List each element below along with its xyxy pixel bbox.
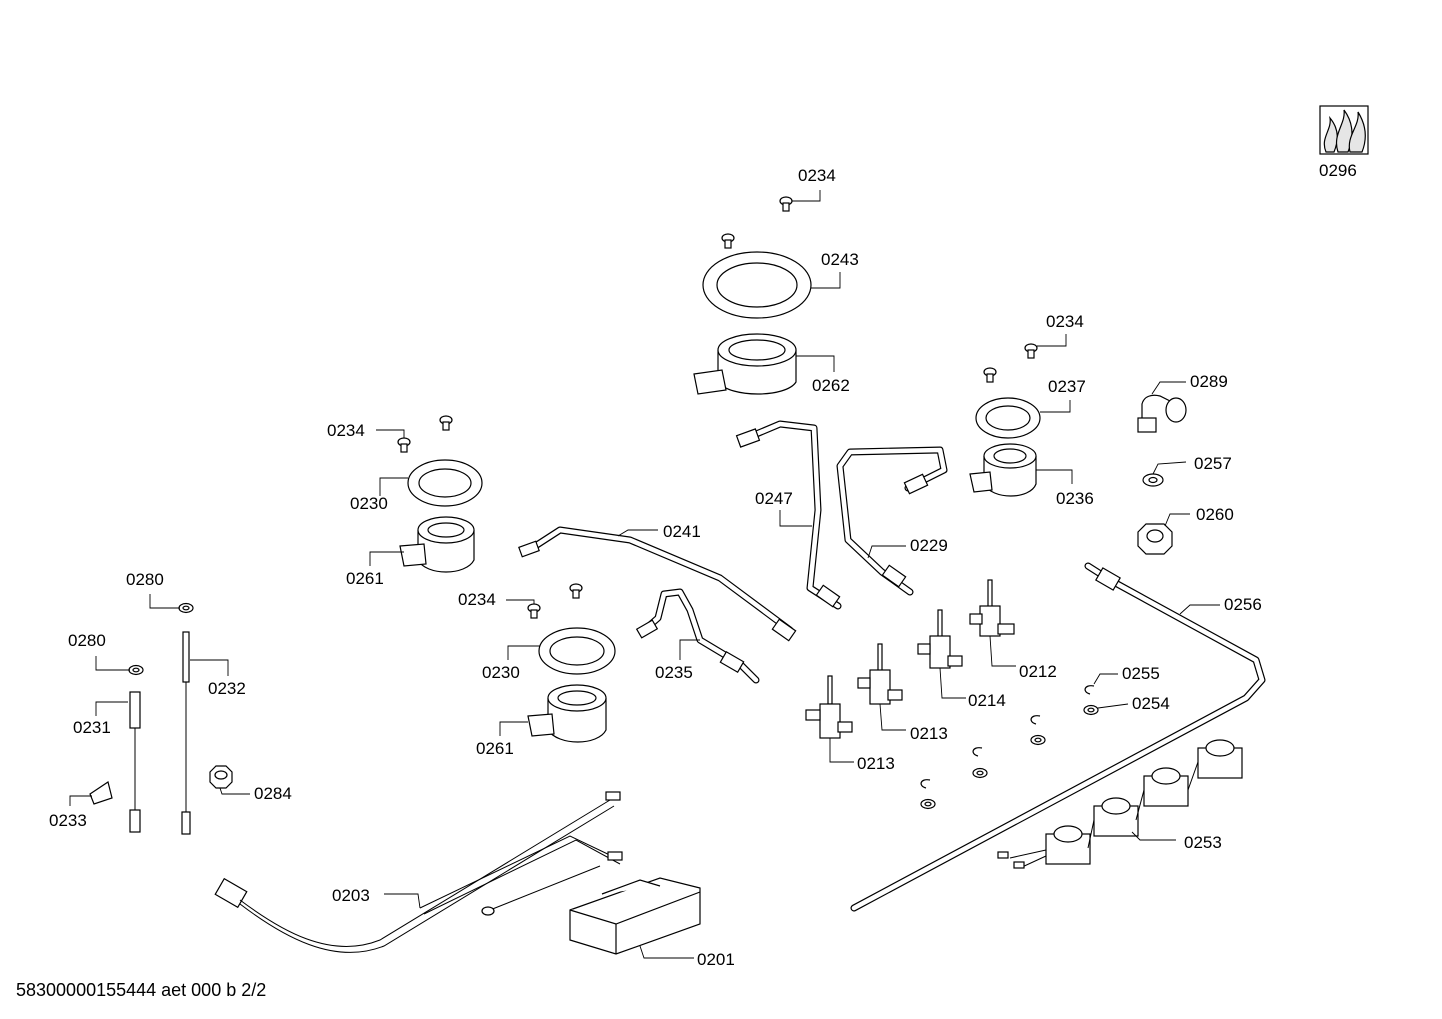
clip-part bbox=[89, 781, 113, 805]
screw-part bbox=[721, 233, 735, 249]
nut-part bbox=[209, 765, 233, 789]
part-label: 0214 bbox=[968, 691, 1006, 710]
part-label: 0234 bbox=[458, 590, 496, 609]
gas-pipe-0241 bbox=[518, 526, 797, 642]
part-label: 0237 bbox=[1048, 377, 1086, 396]
part-label: 0234 bbox=[327, 421, 365, 440]
burner-cup-part bbox=[693, 333, 797, 395]
part-label: 0212 bbox=[1019, 662, 1057, 681]
part-label: 0289 bbox=[1190, 372, 1228, 391]
part-label: 0257 bbox=[1194, 454, 1232, 473]
screw-part bbox=[1024, 343, 1038, 359]
gas-valve-part bbox=[917, 609, 963, 669]
gas-pipe-0235 bbox=[635, 588, 760, 684]
part-label: 0256 bbox=[1224, 595, 1262, 614]
screw-part bbox=[439, 415, 453, 431]
part-label: 0230 bbox=[350, 494, 388, 513]
burner-cup-part bbox=[527, 684, 607, 743]
part-label: 0261 bbox=[346, 569, 384, 588]
ignition-switch-part bbox=[997, 739, 1243, 869]
screw-part bbox=[983, 367, 997, 383]
gasket-part bbox=[538, 627, 616, 675]
gas-flame-symbol-icon bbox=[1319, 105, 1369, 155]
gas-pipe-0229 bbox=[836, 446, 948, 596]
washer-part bbox=[128, 602, 194, 676]
clip-part bbox=[920, 685, 1095, 789]
elbow-fitting-part bbox=[1137, 394, 1187, 433]
burner-cup-part bbox=[969, 443, 1037, 497]
screw-part bbox=[397, 437, 411, 453]
part-label: 0253 bbox=[1184, 833, 1222, 852]
part-label: 0280 bbox=[68, 631, 106, 650]
washer-part bbox=[1142, 473, 1164, 487]
gasket-part bbox=[975, 397, 1041, 439]
part-label: 0236 bbox=[1056, 489, 1094, 508]
part-label: 0284 bbox=[254, 784, 292, 803]
part-label: 0262 bbox=[812, 376, 850, 395]
part-label: 0241 bbox=[663, 522, 701, 541]
part-label: 0296 bbox=[1319, 161, 1357, 180]
part-label: 0255 bbox=[1122, 664, 1160, 683]
part-label: 0201 bbox=[697, 950, 735, 969]
part-label: 0213 bbox=[910, 724, 948, 743]
part-label: 0234 bbox=[798, 166, 836, 185]
screw-part bbox=[527, 603, 541, 619]
leader-lines bbox=[69, 190, 1220, 959]
gas-valve-part bbox=[969, 579, 1015, 637]
part-label: 0234 bbox=[1046, 312, 1084, 331]
screw-part bbox=[569, 583, 583, 599]
document-code: 58300000155444 aet 000 b 2/2 bbox=[16, 980, 267, 1000]
gasket-part bbox=[702, 251, 812, 319]
part-label: 0229 bbox=[910, 536, 948, 555]
washer-part bbox=[920, 704, 1099, 810]
part-label: 0235 bbox=[655, 663, 693, 682]
part-label: 0233 bbox=[49, 811, 87, 830]
screw-part bbox=[779, 196, 793, 212]
part-label: 0243 bbox=[821, 250, 859, 269]
wiring-harness-part bbox=[214, 791, 623, 953]
part-label: 0254 bbox=[1132, 694, 1170, 713]
spark-generator-part bbox=[569, 877, 701, 955]
part-label: 0260 bbox=[1196, 505, 1234, 524]
part-labels: 0234 0243 0262 0234 0237 0289 0234 0230 … bbox=[49, 161, 1357, 969]
gas-valve-part bbox=[805, 675, 853, 739]
part-label: 0280 bbox=[126, 570, 164, 589]
gasket-part bbox=[407, 459, 483, 507]
part-label: 0231 bbox=[73, 718, 111, 737]
ignition-electrode-part bbox=[129, 691, 141, 833]
part-label: 0261 bbox=[476, 739, 514, 758]
part-label: 0247 bbox=[755, 489, 793, 508]
part-label: 0203 bbox=[332, 886, 370, 905]
gas-pipe-0247 bbox=[735, 420, 842, 610]
gas-valve-part bbox=[857, 643, 903, 705]
part-label: 0230 bbox=[482, 663, 520, 682]
part-label: 0232 bbox=[208, 679, 246, 698]
thermocouple-part bbox=[181, 631, 191, 835]
nut-part bbox=[1137, 523, 1173, 555]
part-label: 0213 bbox=[857, 754, 895, 773]
burner-cup-part bbox=[399, 516, 475, 573]
gas-rail-pipe-0256 bbox=[850, 562, 1266, 912]
